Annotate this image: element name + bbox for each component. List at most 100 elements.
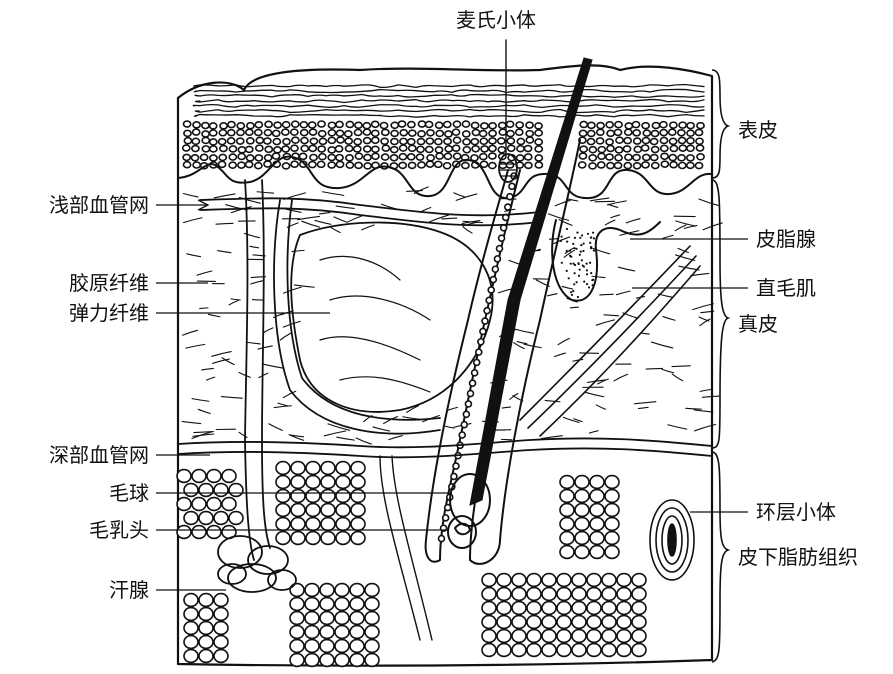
epidermis-cell bbox=[409, 145, 416, 151]
corneum-line bbox=[195, 115, 704, 118]
fat-cell bbox=[632, 574, 646, 587]
fat-cell bbox=[305, 640, 319, 653]
epidermis-cell bbox=[607, 130, 614, 136]
sebaceous-dot bbox=[572, 290, 574, 292]
sebaceous-dot bbox=[581, 234, 583, 236]
epidermis-cell bbox=[274, 147, 281, 153]
fiber-stroke bbox=[515, 329, 533, 333]
fiber-stroke bbox=[684, 226, 696, 229]
epidermis-cell bbox=[516, 129, 523, 135]
epidermis-cell bbox=[363, 123, 370, 129]
fat-cell bbox=[229, 484, 243, 497]
epidermis-cell bbox=[435, 139, 442, 145]
fat-cell bbox=[321, 532, 335, 545]
fiber-stroke bbox=[264, 328, 273, 332]
fat-cell bbox=[632, 644, 646, 657]
epidermis-cell bbox=[301, 130, 308, 136]
fiber-stroke bbox=[651, 342, 672, 348]
fat-cell bbox=[177, 498, 191, 511]
epidermis-cell bbox=[661, 145, 668, 151]
epidermis-cell bbox=[669, 129, 676, 135]
epidermis-cell bbox=[391, 147, 398, 153]
sebaceous-dot bbox=[572, 243, 574, 245]
fiber-stroke bbox=[596, 320, 614, 325]
follicle-bead bbox=[480, 328, 486, 334]
epidermis-cell bbox=[345, 145, 352, 151]
epidermis-cell bbox=[633, 155, 640, 161]
fiber-stroke bbox=[562, 286, 573, 289]
epidermis-cell bbox=[256, 145, 263, 151]
fiber-stroke bbox=[545, 400, 560, 401]
fat-cell bbox=[527, 574, 541, 587]
fat-cell bbox=[560, 546, 574, 559]
epidermis-cell bbox=[398, 121, 405, 127]
fat-cell bbox=[572, 630, 586, 643]
subcutaneous-brace bbox=[712, 452, 728, 662]
epidermis-cell bbox=[579, 130, 586, 136]
fat-cell bbox=[527, 630, 541, 643]
fat-cell bbox=[350, 640, 364, 653]
sebaceous-dot bbox=[575, 248, 577, 250]
fiber-stroke bbox=[548, 214, 568, 220]
fat-cell bbox=[291, 504, 305, 517]
epidermis-cell bbox=[526, 137, 533, 143]
epidermis-cell bbox=[436, 130, 443, 136]
epidermis-cell bbox=[355, 162, 362, 168]
fat-cell bbox=[276, 462, 290, 475]
epidermis-cell bbox=[651, 131, 658, 137]
fat-cell bbox=[214, 484, 228, 497]
fat-cell bbox=[320, 584, 334, 597]
epidermis-cell bbox=[643, 154, 650, 160]
epidermis-cell bbox=[695, 163, 702, 169]
follicle-bead bbox=[492, 266, 498, 272]
epidermis-cell bbox=[380, 122, 387, 128]
fat-cell bbox=[497, 616, 511, 629]
fiber-stroke bbox=[197, 271, 212, 275]
epidermis-cell bbox=[264, 130, 271, 136]
sebaceous-dot bbox=[593, 249, 595, 251]
epidermis-cell bbox=[336, 161, 343, 167]
fat-cell bbox=[617, 644, 631, 657]
follicle-bead bbox=[507, 194, 513, 200]
epidermis-cell bbox=[354, 129, 361, 135]
epidermis-cell bbox=[625, 154, 632, 160]
fat-cell bbox=[365, 598, 379, 611]
epidermis-cell bbox=[183, 145, 190, 151]
fat-cell bbox=[335, 640, 349, 653]
epidermis-cell bbox=[444, 138, 451, 144]
epidermis-cell bbox=[192, 146, 199, 152]
fat-cell bbox=[291, 518, 305, 531]
epidermis-cell bbox=[597, 129, 604, 135]
fiber-stroke bbox=[202, 368, 214, 369]
epidermis-cell bbox=[319, 138, 326, 144]
epidermis-cell bbox=[624, 163, 631, 169]
follicle-bead bbox=[509, 183, 515, 189]
fiber-stroke bbox=[700, 389, 710, 391]
fat-cell bbox=[336, 518, 350, 531]
epidermis-cell bbox=[481, 123, 488, 129]
fiber-stroke bbox=[635, 402, 656, 404]
epidermis-cell bbox=[517, 146, 524, 152]
epidermis-cell bbox=[679, 122, 686, 128]
epidermis-cell bbox=[210, 139, 217, 145]
epidermis-cell bbox=[535, 155, 542, 161]
epidermis-cell bbox=[210, 123, 217, 129]
epidermis-cell bbox=[381, 138, 388, 144]
fiber-stroke bbox=[362, 225, 375, 230]
epidermis-cell bbox=[265, 155, 272, 161]
epidermis-cell bbox=[202, 146, 209, 152]
epidermis-cell bbox=[272, 153, 279, 159]
epidermis-cell bbox=[400, 145, 407, 151]
deep-vessels bbox=[178, 438, 712, 457]
sebaceous-dot bbox=[574, 272, 576, 274]
fiber-stroke bbox=[605, 220, 615, 225]
epidermis-cell bbox=[418, 162, 425, 168]
fiber-stroke bbox=[604, 315, 619, 316]
epidermis-cell bbox=[300, 122, 307, 128]
sebaceous-dot bbox=[578, 275, 580, 277]
fat-cell bbox=[350, 626, 364, 639]
fat-cell bbox=[336, 532, 350, 545]
fat-cell bbox=[590, 546, 604, 559]
sebaceous-dot bbox=[576, 281, 578, 283]
label-meissner-corpuscle: 麦氏小体 bbox=[456, 8, 536, 32]
